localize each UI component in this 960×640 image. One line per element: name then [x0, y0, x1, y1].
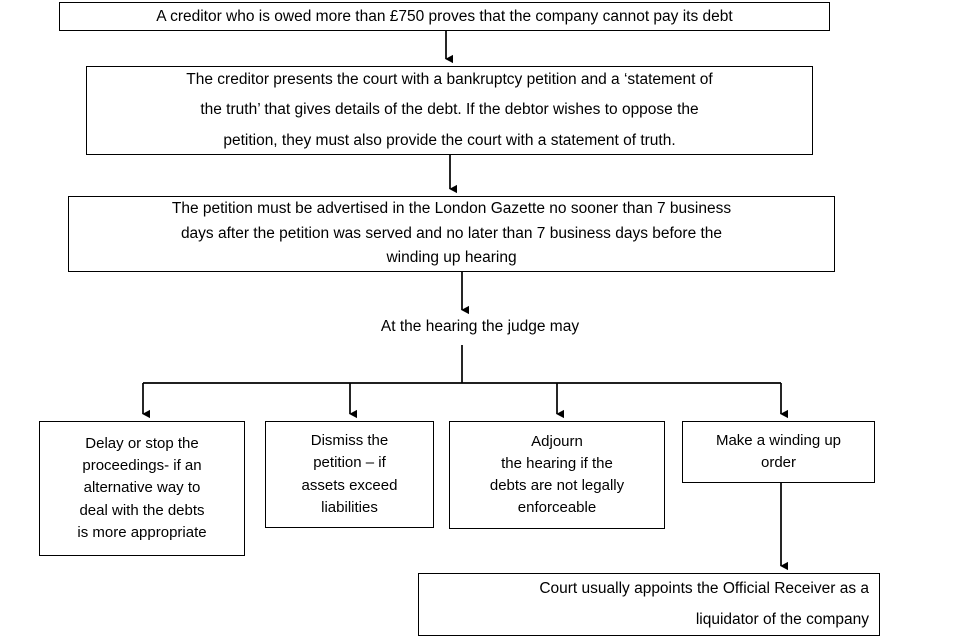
- node-option-dismiss: Dismiss the petition – if assets exceed …: [265, 421, 434, 528]
- node-petition-filed-text: The creditor presents the court with a b…: [186, 71, 713, 149]
- node-option-winding-up-order-text: Make a winding up order: [715, 431, 842, 471]
- node-official-receiver: Court usually appoints the Official Rece…: [418, 573, 880, 636]
- node-official-receiver-text: Court usually appoints the Official Rece…: [539, 580, 869, 628]
- node-option-dismiss-text: Dismiss the petition – if assets exceed …: [301, 432, 398, 516]
- node-advertise-gazette: The petition must be advertised in the L…: [68, 196, 835, 272]
- node-creditor-proves: A creditor who is owed more than £750 pr…: [59, 2, 830, 31]
- node-option-delay-stop: Delay or stop the proceedings- if an alt…: [39, 421, 245, 556]
- label-at-the-hearing-the-judge-may: At the hearing the judge may: [380, 318, 580, 335]
- node-option-winding-up-order: Make a winding up order: [682, 421, 875, 483]
- node-option-adjourn: Adjourn the hearing if the debts are not…: [449, 421, 665, 529]
- node-petition-filed: The creditor presents the court with a b…: [86, 66, 813, 155]
- node-option-adjourn-text: Adjourn the hearing if the debts are not…: [489, 432, 625, 517]
- node-advertise-gazette-text: The petition must be advertised in the L…: [171, 200, 732, 267]
- node-option-delay-stop-text: Delay or stop the proceedings- if an alt…: [77, 435, 207, 541]
- node-creditor-proves-text: A creditor who is owed more than £750 pr…: [156, 7, 733, 25]
